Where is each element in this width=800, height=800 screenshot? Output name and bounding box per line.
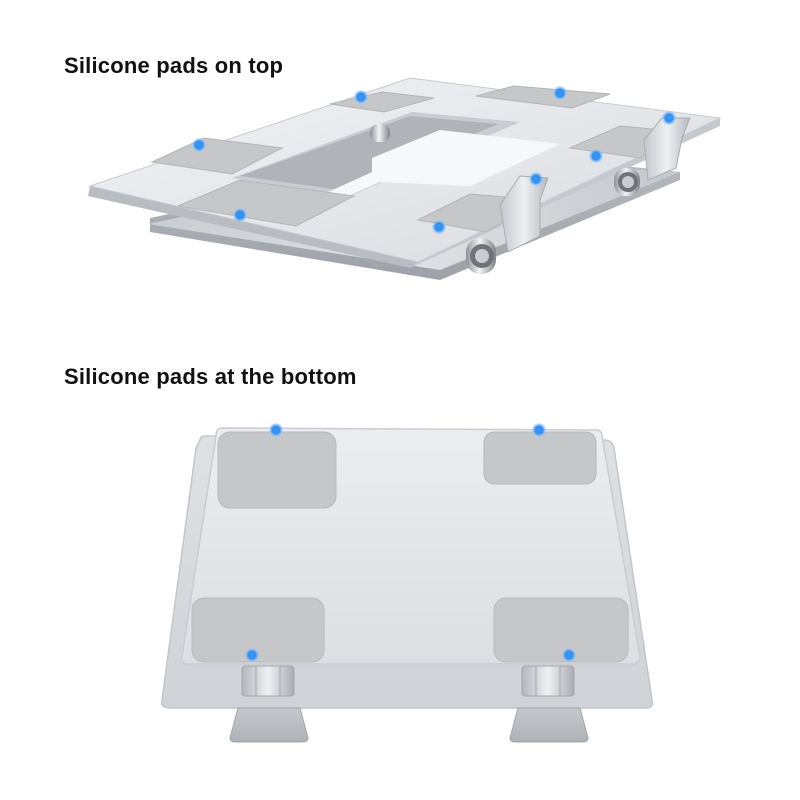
silicone-pad	[217, 431, 337, 509]
hinge-rear	[370, 117, 691, 196]
pad-marker-dot	[553, 86, 567, 100]
pad-marker-dot	[233, 208, 247, 222]
hinge-right	[509, 665, 589, 743]
pad-markers-bottom	[245, 423, 576, 662]
section-heading-bottom: Silicone pads at the bottom	[64, 364, 357, 389]
pad-marker-dot	[192, 138, 206, 152]
pad-marker-dot	[529, 172, 543, 186]
pad-marker-dot	[432, 220, 446, 234]
laptop-stand-top-illustration	[88, 77, 722, 280]
pad-marker-dot	[245, 648, 259, 662]
silicone-pad	[150, 137, 284, 175]
silicone-pad	[483, 431, 597, 485]
pad-marker-dot	[589, 149, 603, 163]
pad-markers-top	[192, 86, 676, 234]
silicone-pad	[493, 597, 629, 663]
pad-marker-dot	[354, 90, 368, 104]
bottom-pads	[191, 431, 629, 663]
hinge-left	[229, 665, 309, 743]
pad-marker-dot	[562, 648, 576, 662]
silicone-pad	[191, 597, 325, 663]
pad-marker-dot	[269, 423, 283, 437]
silicone-pad	[176, 179, 356, 227]
pad-marker-dot	[532, 423, 546, 437]
pad-marker-dot	[662, 111, 676, 125]
section-heading-top: Silicone pads on top	[64, 53, 284, 78]
hinge-front	[466, 175, 549, 274]
silicone-pad	[475, 85, 611, 109]
